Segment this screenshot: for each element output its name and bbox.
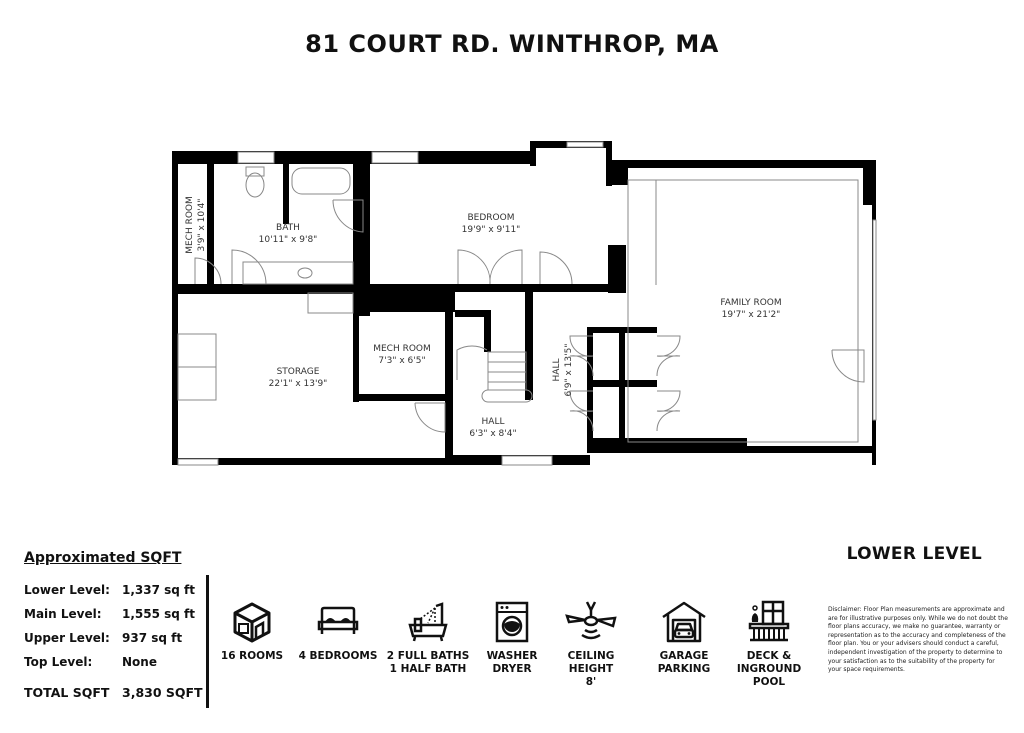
feature-label: 4 BEDROOMS [298,650,378,662]
room-hall-1: HALL 6'3" x 8'4" [469,416,516,440]
sqft-total-value: 3,830 SQFT [122,684,203,700]
room-name: HALL [552,358,562,382]
sqft-value: 1,337 sq ft [122,583,196,597]
room-storage: STORAGE 22'1" x 13'9" [269,366,328,390]
room-dims: 19'9" x 9'11" [461,225,521,235]
washer-icon [495,601,529,643]
feature-washer: WASHER DRYER [467,600,557,676]
floor-plan-drawing [172,141,877,466]
garage-icon [662,601,706,643]
room-bath: BATH 10'11" x 9'8" [259,222,318,246]
sqft-row-upper: Upper Level: 937 sq ft [24,626,209,650]
sqft-total-label: TOTAL SQFT [24,684,110,700]
room-name: BATH [276,223,300,233]
feature-label: 16 ROOMS [220,650,284,662]
feature-baths: 2 FULL BATHS 1 HALF BATH [383,600,473,676]
sqft-summary: Approximated SQFT Lower Level: 1,337 sq … [24,550,209,704]
room-name: BEDROOM [467,213,515,223]
feature-label: CEILING HEIGHT [567,650,615,675]
deck-balcony-icon [748,600,790,642]
bathtub-icon [408,602,448,642]
feature-label-2: PARKING [657,663,711,675]
sqft-value: 1,555 sq ft [122,607,196,621]
sqft-row-total: TOTAL SQFT 3,830 SQFT [24,680,209,704]
feature-label: 2 FULL BATHS [386,650,470,662]
room-mech-room-1: MECH ROOM 3'9" x 10'4" [184,196,208,254]
room-name: FAMILY ROOM [720,298,782,308]
feature-label: GARAGE [659,650,709,662]
room-mech-room-2: MECH ROOM 7'3" x 6'5" [373,343,431,367]
bed-icon [317,606,359,634]
sqft-label: Lower Level: [24,583,110,597]
sqft-value: None [122,655,157,669]
sqft-value: 937 sq ft [122,631,183,645]
feature-label: DECK & [746,650,792,662]
room-dims: 19'7" x 21'2" [721,310,781,320]
sqft-label: Main Level: [24,607,102,621]
room-name: MECH ROOM [373,344,431,354]
room-dims: 7'3" x 6'5" [378,356,426,366]
room-name: STORAGE [276,367,320,377]
feature-label: WASHER [486,650,538,662]
level-label: LOWER LEVEL [846,544,982,564]
room-hall-2: HALL 6'9" x 13'5" [551,344,575,397]
feature-bedrooms: 4 BEDROOMS [293,600,383,663]
room-name: MECH ROOM [185,196,195,254]
room-dims: 10'11" x 9'8" [258,235,318,245]
features-row: 16 ROOMS 4 BEDROOMS 2 [218,600,818,710]
room-bedroom: BEDROOM 19'9" x 9'11" [462,212,521,236]
feature-rooms: 16 ROOMS [207,600,297,663]
feature-label-3: POOL [752,676,786,688]
feature-garage: GARAGE PARKING [639,600,729,676]
section-divider [206,575,209,708]
room-dims: 6'3" x 8'4" [469,429,517,439]
floor-plan: MECH ROOM 3'9" x 10'4" BATH 10'11" x 9'8… [172,141,877,466]
feature-label-2: DRYER [492,663,532,675]
room-dims: 6'9" x 13'5" [564,343,574,397]
feature-label-2: INGROUND [736,663,802,675]
ceiling-fan-icon [565,601,617,640]
feature-ceiling: CEILING HEIGHT 8' [546,600,636,689]
rooms-cube-icon [233,602,271,643]
room-family-room: FAMILY ROOM 19'7" x 21'2" [720,297,781,321]
feature-label-2: 8' [585,676,597,688]
sqft-label: Top Level: [24,655,93,669]
feature-deck-pool: DECK & INGROUND POOL [724,600,814,689]
page-title: 81 COURT RD. WINTHROP, MA [305,30,719,58]
room-dims: 3'9" x 10'4" [197,198,207,252]
room-name: HALL [481,417,505,427]
sqft-row-top: Top Level: None [24,650,209,674]
sqft-row-main: Main Level: 1,555 sq ft [24,602,209,626]
disclaimer-text: Disclaimer: Floor Plan measurements are … [828,606,1008,674]
sqft-title: Approximated SQFT [24,550,182,566]
sqft-row-lower: Lower Level: 1,337 sq ft [24,578,209,602]
room-dims: 22'1" x 13'9" [268,379,328,389]
feature-label-2: 1 HALF BATH [389,663,467,675]
sqft-label: Upper Level: [24,631,110,645]
